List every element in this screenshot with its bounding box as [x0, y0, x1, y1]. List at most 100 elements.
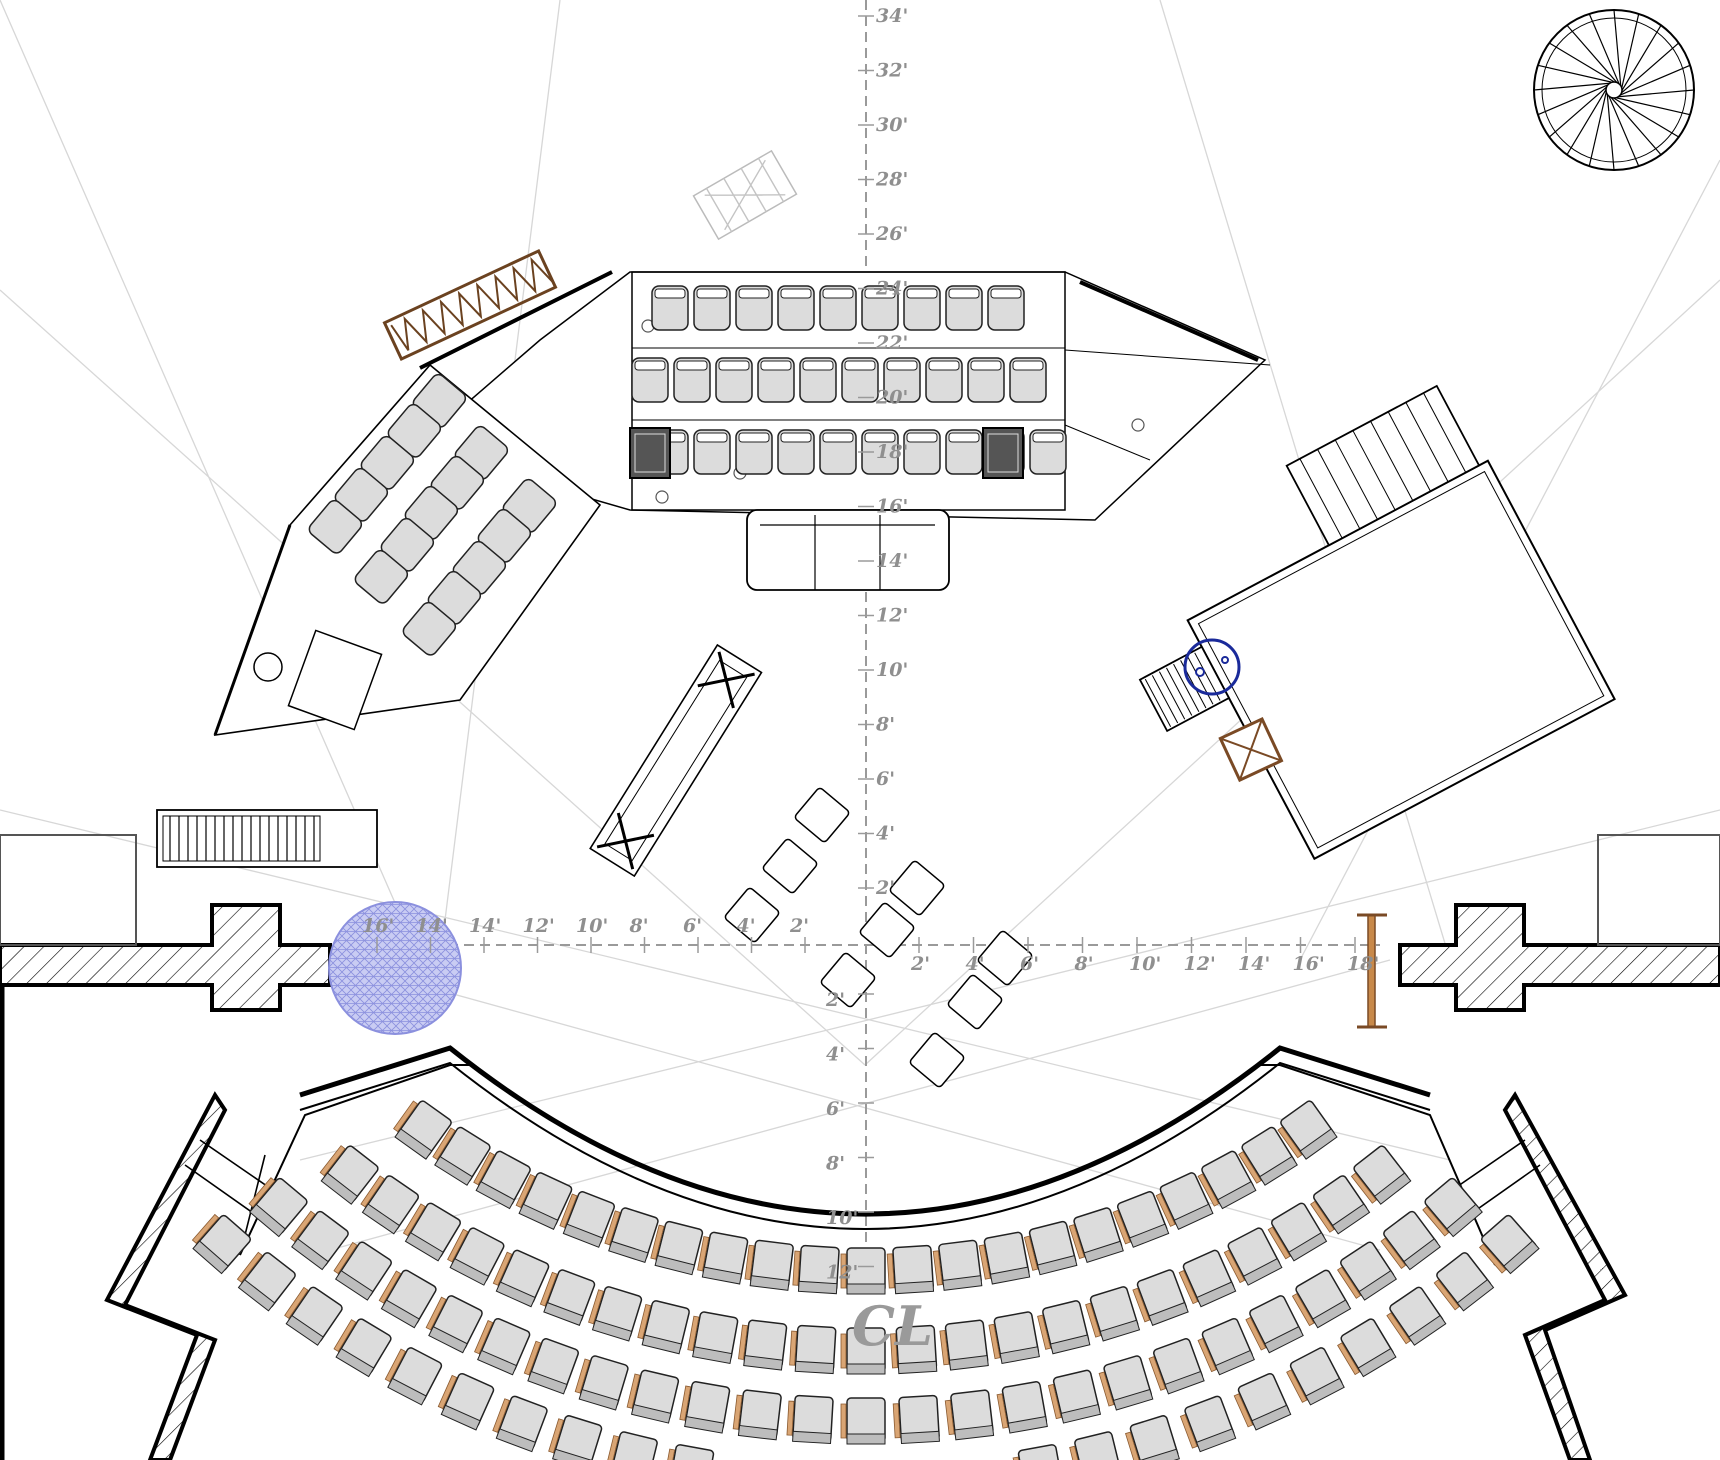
audience-seat-icon	[1223, 1227, 1283, 1286]
horizontal-axis-label: 12'	[523, 915, 555, 937]
stage-chair	[794, 787, 850, 843]
audience-seat-icon	[1286, 1347, 1345, 1406]
audience-seat-icon	[1310, 1175, 1371, 1235]
vertical-axis-label: 28'	[875, 169, 908, 191]
audience-seat-icon	[1112, 1191, 1170, 1248]
platform-chair	[777, 429, 815, 475]
vertical-axis-label: 4'	[826, 1044, 845, 1066]
audience-seat-icon	[1337, 1241, 1398, 1301]
vertical-axis-label: 16'	[876, 496, 908, 518]
vertical-axis-labels: 34'32'30'28'26'24'22'20'18'16'14'12'10'8…	[825, 5, 908, 1284]
audience-seat-icon	[284, 1286, 343, 1346]
centerline-symbol: CL	[852, 1294, 933, 1358]
audience-seat-icon	[892, 1394, 940, 1445]
platform-chair	[945, 429, 983, 475]
audience-seat-icon	[1132, 1269, 1189, 1326]
platform-chair	[903, 429, 941, 475]
stage-chair	[947, 974, 1003, 1030]
audience-seat-icon	[1023, 1220, 1078, 1276]
audience-seat-icon	[1277, 1100, 1338, 1160]
platform-chair	[651, 285, 689, 331]
stage-chair	[859, 902, 915, 958]
audience-seat-icon	[319, 1145, 379, 1205]
vertical-axis-label: 8'	[875, 714, 895, 736]
audience-seat-icon	[744, 1239, 794, 1291]
sofa	[746, 509, 950, 591]
horizontal-axis-label: 12'	[1184, 953, 1216, 975]
audience-seat-icon	[939, 1319, 989, 1371]
platform-chair	[715, 357, 753, 403]
horizontal-axis-label: 14'	[416, 915, 448, 937]
vertical-axis-label: 10'	[876, 659, 908, 681]
audience-seat-icon	[789, 1324, 837, 1375]
audience-seat-icon	[473, 1150, 531, 1210]
sphere-prop-icon	[328, 901, 462, 1035]
platform-chair	[945, 285, 983, 331]
horizontal-axis-labels: 16'14'14'12'10'8'6'4'2'2'4'6'8'10'12'14'…	[362, 915, 1379, 975]
audience-seat-icon	[1197, 1150, 1257, 1210]
horizontal-axis-label: 16'	[1293, 953, 1325, 975]
platform-chair	[819, 429, 857, 475]
audience-seat-icon	[840, 1247, 886, 1295]
horizontal-axis-label: 16'	[362, 915, 394, 937]
vertical-axis-label: 30'	[876, 114, 908, 136]
audience-seat-icon	[1291, 1269, 1352, 1329]
horizontal-axis-label: 6'	[683, 915, 702, 937]
audience-seat-icon	[1179, 1395, 1237, 1453]
audience-seat-icon	[1098, 1355, 1154, 1411]
vertical-axis-label: 2'	[825, 989, 845, 1011]
audience-seat-icon	[548, 1415, 603, 1460]
audience-seat-icon	[1386, 1286, 1447, 1346]
audience-seat-icon	[393, 1100, 452, 1160]
blue-ring-prop	[1183, 638, 1241, 696]
audience-seat-icon	[605, 1431, 658, 1460]
left-platform-chairs	[308, 373, 557, 656]
platform-chair-rows	[629, 285, 1067, 479]
platform-chair	[861, 285, 899, 331]
vertical-axis-label: 8'	[825, 1153, 845, 1175]
platform-chair	[735, 429, 773, 475]
vertical-axis-label: 10'	[826, 1207, 858, 1229]
audience-seat-icon	[333, 1241, 392, 1301]
audience-seat-icon	[191, 1213, 251, 1275]
vertical-axis-label: 4'	[876, 823, 895, 845]
vertical-axis-label: 6'	[876, 768, 895, 790]
audience-seat-icon	[1012, 1444, 1064, 1460]
audience-seat-icon	[626, 1369, 680, 1424]
audience-seat-icon	[1047, 1369, 1102, 1424]
vertical-axis-label: 24'	[875, 278, 908, 300]
horizontal-axis-label: 10'	[576, 915, 608, 937]
vertical-axis-label: 14'	[876, 550, 908, 572]
audience-seat-icon	[886, 1244, 935, 1295]
vertical-axis-label: 18'	[876, 441, 908, 463]
wooden-railing-prop	[382, 248, 558, 362]
left-stage-stairs	[156, 809, 378, 868]
horizontal-axis-label: 10'	[1129, 953, 1161, 975]
spiral-staircase-icon	[1533, 9, 1695, 171]
platform-chair	[841, 357, 879, 403]
angled-chair	[354, 549, 409, 604]
audience-seat-icon	[890, 1324, 938, 1375]
audience-seat-icon	[559, 1191, 616, 1248]
stage-apron	[299, 1045, 1431, 1230]
platform-chair	[967, 357, 1005, 403]
audience-seat-icon	[447, 1227, 505, 1286]
platform-chair	[883, 357, 921, 403]
audience-seat-icon	[539, 1269, 596, 1326]
audience-seat-icon	[523, 1338, 579, 1395]
platform-chair	[757, 357, 795, 403]
audience-seat-icon	[1037, 1300, 1091, 1355]
audience-seat-icon	[1197, 1317, 1255, 1376]
audience-seat-icon	[1233, 1372, 1292, 1431]
ladder-prop-icon	[1357, 913, 1387, 1029]
audience-seat-icon	[492, 1395, 548, 1453]
audience-seat-icon	[978, 1231, 1031, 1285]
audience-seat-icon	[1422, 1177, 1483, 1238]
folding-chair-prop	[692, 149, 798, 241]
audience-seat-icon	[840, 1397, 886, 1445]
audience-seat-icon	[1068, 1207, 1124, 1264]
audience-seat-icon	[588, 1286, 643, 1342]
lighting-truss-icon	[589, 643, 763, 878]
audience-seat-icon	[792, 1244, 840, 1295]
audience-seat-icon	[1433, 1252, 1495, 1312]
